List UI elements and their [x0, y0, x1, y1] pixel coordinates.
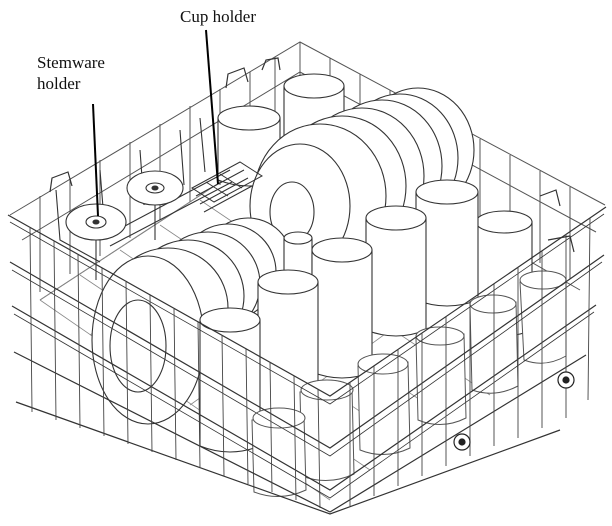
cup-holder-grate: [191, 161, 263, 213]
stemware-label-line-2: holder: [37, 74, 81, 93]
stemware-holder-label: Stemware holder: [37, 52, 105, 94]
rack-top-loops: [49, 57, 575, 253]
stemware-label-line-1: Stemware: [37, 53, 105, 72]
rack-wheels: [453, 371, 575, 451]
cup: [199, 307, 261, 453]
front-cups: [199, 179, 479, 453]
rack-front-verticals: [29, 217, 591, 509]
cup-holder-label: Cup holder: [180, 7, 257, 26]
front-glasses: [251, 270, 567, 497]
cup: [365, 205, 427, 337]
stemware-disc: [126, 170, 184, 240]
cup: [311, 237, 373, 379]
stemware-disc: [65, 203, 127, 280]
rack-front-walls: [7, 206, 607, 515]
wheel: [453, 433, 471, 451]
callout-leaders: [92, 29, 219, 217]
cup-holder-leader: [205, 29, 219, 185]
wheel: [557, 371, 575, 389]
stemware-holders: [55, 117, 233, 280]
stemware-holder-leader: [92, 103, 99, 217]
